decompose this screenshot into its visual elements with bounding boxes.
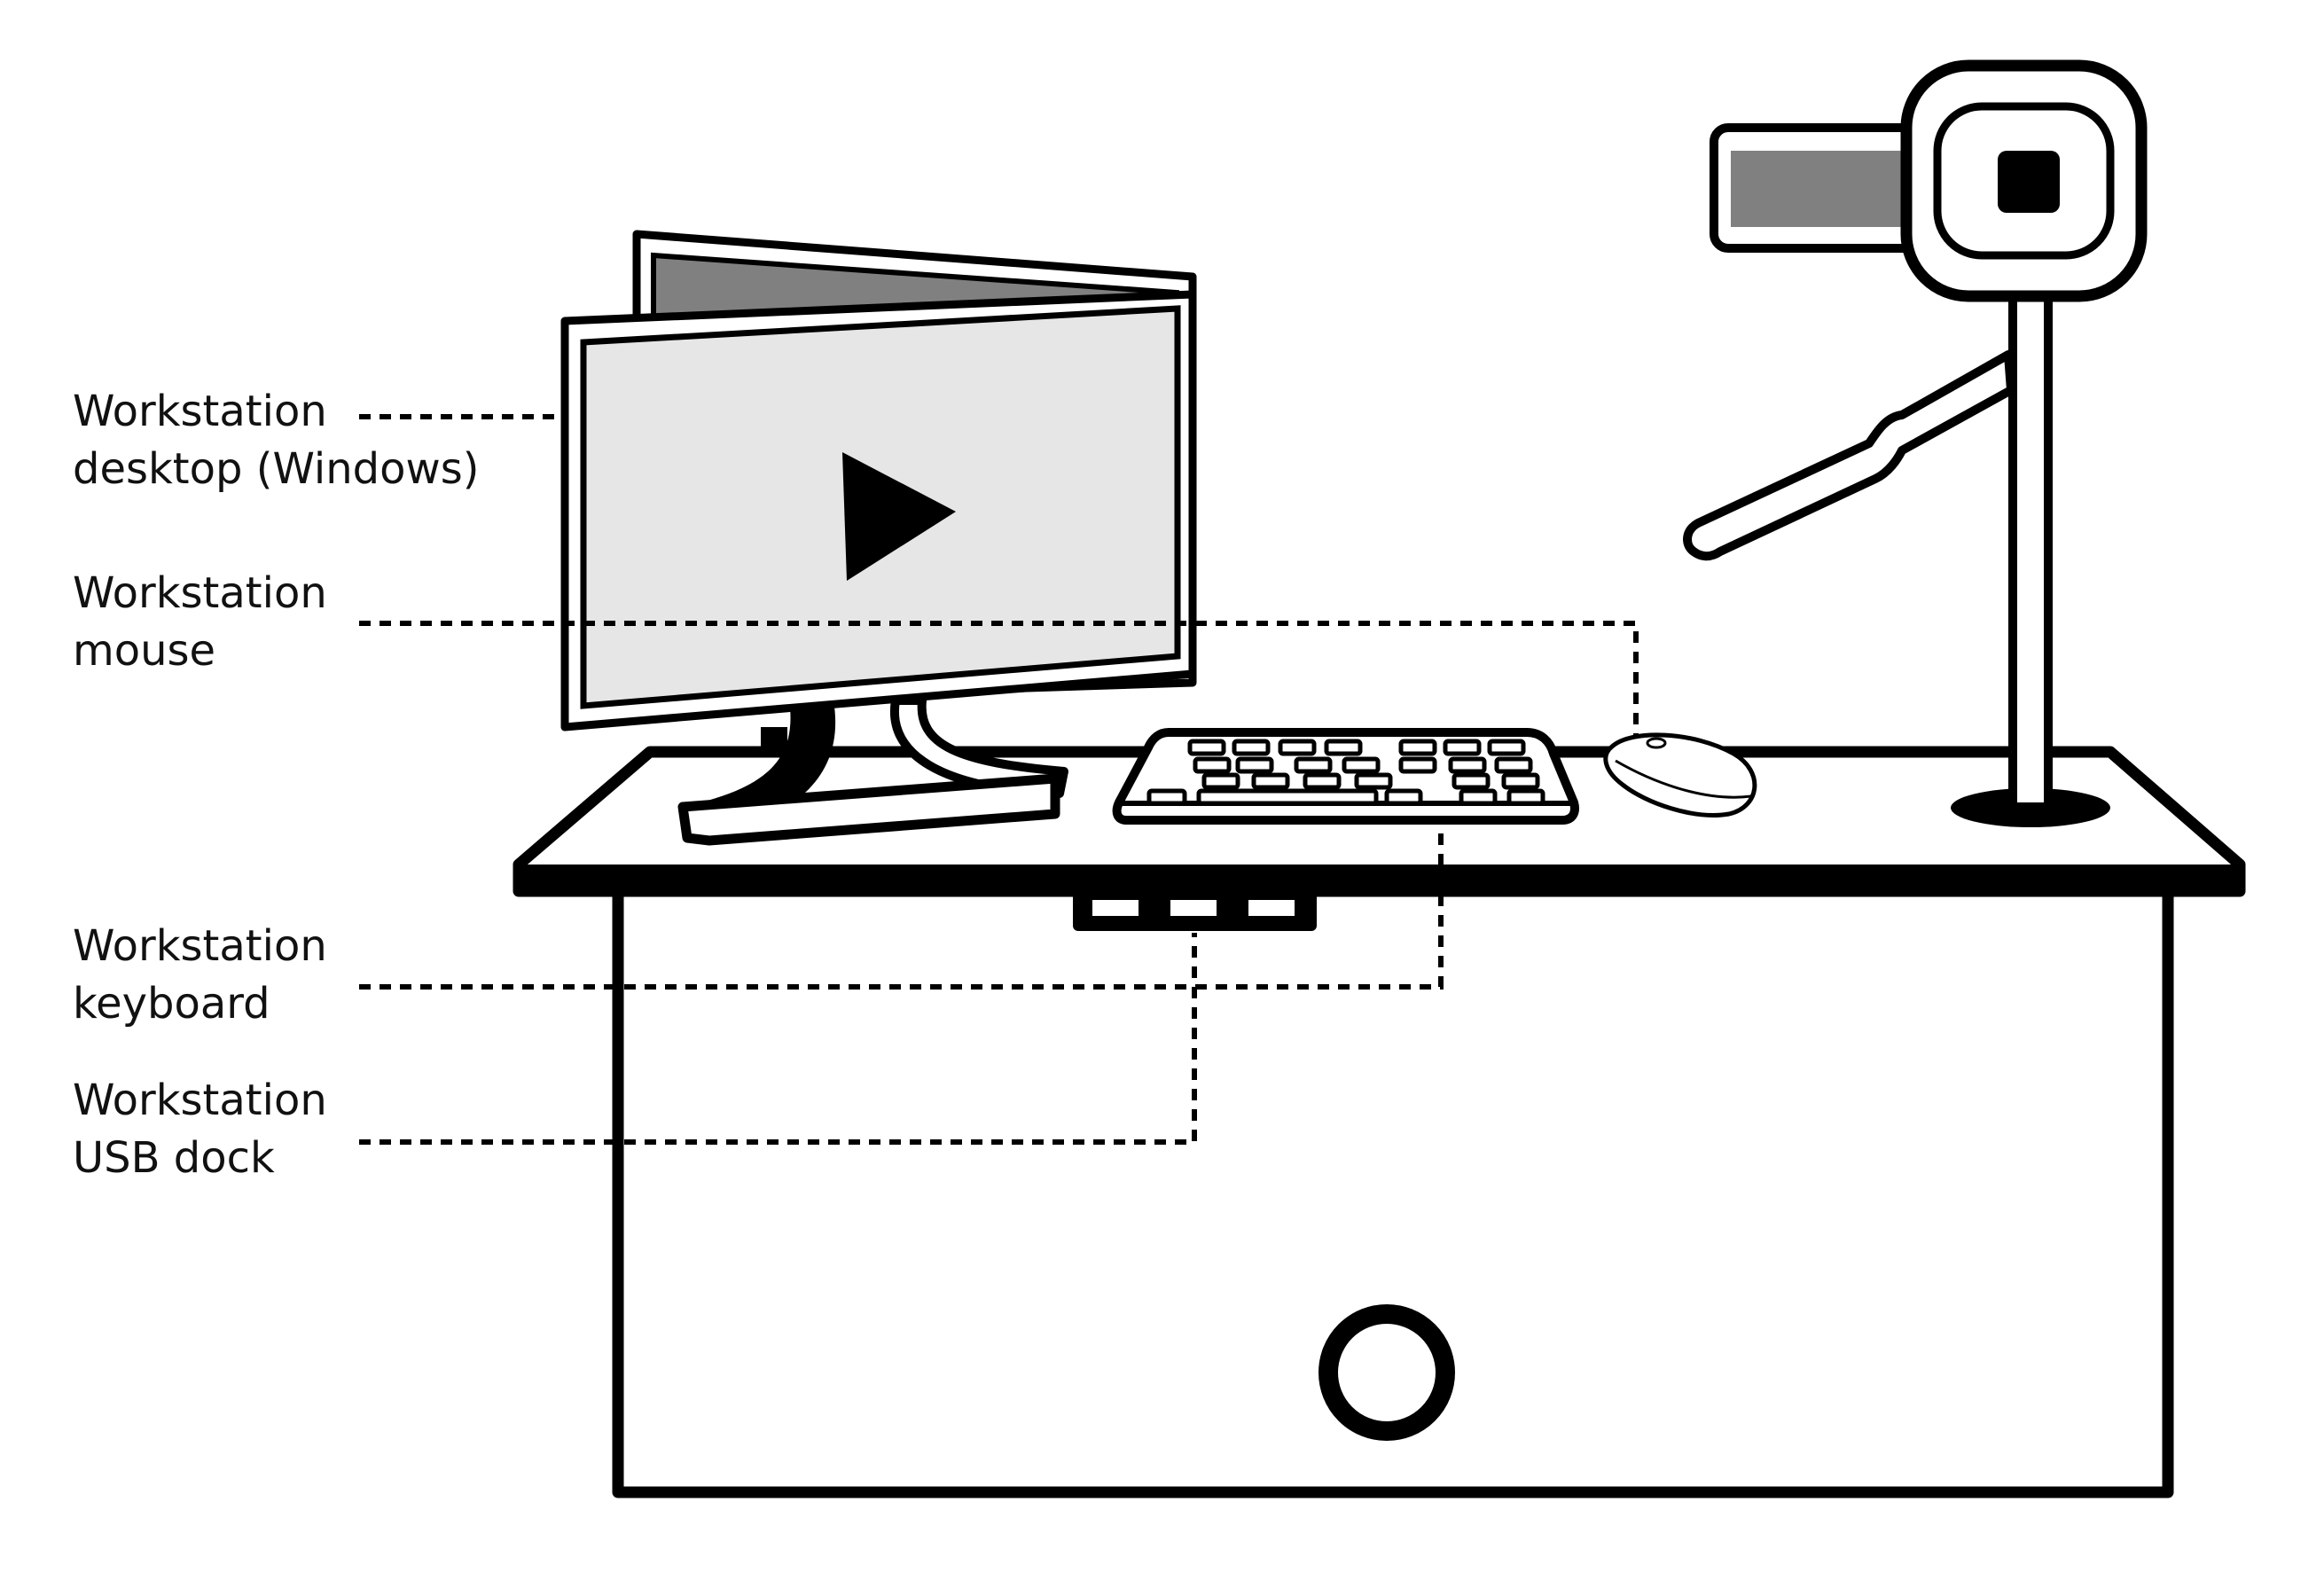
camera-grey-bar [1731, 151, 1930, 227]
leader-keyboard [359, 833, 1444, 990]
monitor-front [560, 290, 1197, 732]
monitor-stand [677, 696, 1068, 846]
mouse [1603, 732, 1757, 818]
callout-usb-dock-line2: USB dock [73, 1133, 275, 1183]
callout-usb-dock: Workstation USB dock [73, 1076, 327, 1183]
callout-mouse: Workstation mouse [73, 568, 327, 676]
play-icon [842, 452, 956, 581]
desk [513, 746, 2246, 1498]
camera-lens [1998, 151, 2060, 213]
callout-keyboard-line2: keyboard [73, 979, 270, 1029]
callout-mouse-line2: mouse [73, 626, 215, 676]
keyboard [1112, 728, 1579, 825]
leader-lines [359, 414, 1639, 1145]
camera-arm [1683, 350, 2015, 561]
keyboard-keys [1146, 739, 1545, 806]
callout-desktop: Workstation desktop (Windows) [73, 387, 479, 494]
callout-desktop-line1: Workstation [73, 387, 327, 436]
callout-keyboard-line1: Workstation [73, 921, 327, 971]
callout-usb-dock-line1: Workstation [73, 1076, 327, 1125]
leader-mouse [359, 621, 1639, 736]
callout-keyboard: Workstation keyboard [73, 921, 327, 1029]
desk-front-edge [514, 864, 2243, 895]
callout-desktop-line2: desktop (Windows) [73, 444, 479, 494]
cabinet-port [1318, 1304, 1455, 1441]
camera-stand [1683, 293, 2110, 827]
callout-mouse-line1: Workstation [73, 568, 327, 618]
monitor-stand-base [677, 773, 1060, 846]
usb-dock [1073, 891, 1317, 931]
camera-head [1710, 59, 2148, 302]
camera-pole [2008, 293, 2053, 811]
